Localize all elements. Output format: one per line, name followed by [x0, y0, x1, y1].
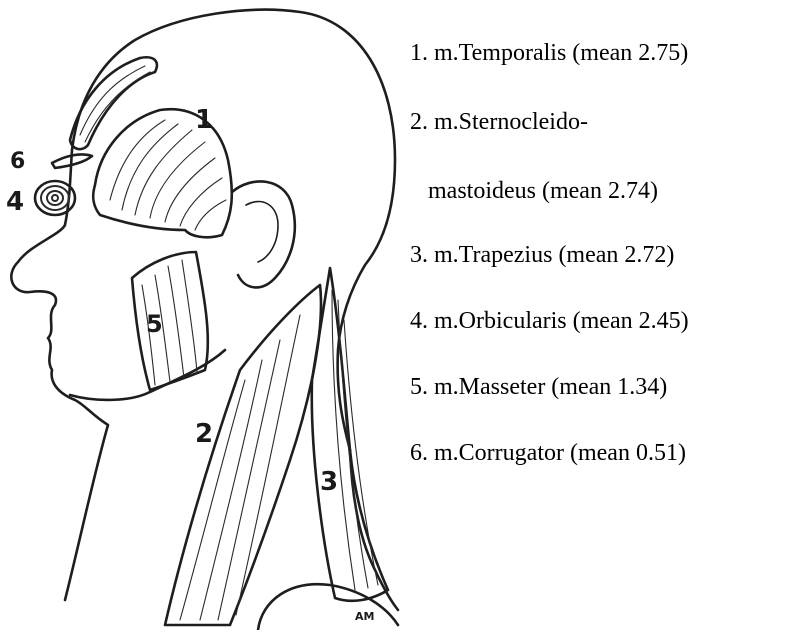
legend-number: 6. [410, 440, 428, 466]
legend-item-2-continuation: mastoideus (mean 2.74) [428, 178, 658, 205]
legend-number: 5. [410, 374, 428, 400]
legend-number: 2. [410, 109, 428, 135]
label-sternocleido: 2 [195, 419, 213, 449]
label-orbicularis: 4 [6, 187, 24, 217]
legend-item-2: 2. m.Sternocleido- [410, 109, 588, 136]
legend-item-6: 6. m.Corrugator (mean 0.51) [410, 440, 686, 467]
jaw-outline [70, 350, 225, 400]
sternocleido-outline [165, 285, 321, 625]
legend-number: 4. [410, 308, 428, 334]
artist-signature: AM [355, 610, 374, 623]
legend-item-1: 1. m.Temporalis (mean 2.75) [410, 40, 688, 67]
legend-text: m.Sternocleido- [434, 109, 588, 135]
legend-text: m.Orbicularis (mean 2.45) [434, 308, 689, 334]
legend-item-5: 5. m.Masseter (mean 1.34) [410, 374, 667, 401]
label-corrugator: 6 [10, 149, 25, 174]
temporalis-fibers [110, 120, 226, 230]
sternocleido-fibers [180, 315, 300, 620]
orbicularis-rings [35, 181, 75, 215]
legend-item-3: 3. m.Trapezius (mean 2.72) [410, 242, 674, 269]
legend-item-4: 4. m.Orbicularis (mean 2.45) [410, 308, 689, 335]
neck-back-outline [350, 450, 398, 610]
legend-number: 1. [410, 40, 428, 66]
label-masseter: 5 [146, 310, 163, 338]
legend-text: m.Corrugator (mean 0.51) [434, 440, 686, 466]
shoulder-outline [258, 584, 398, 630]
legend-text: mastoideus (mean 2.74) [428, 178, 658, 204]
legend-text: m.Trapezius (mean 2.72) [434, 242, 674, 268]
legend-text: m.Temporalis (mean 2.75) [434, 40, 688, 66]
head-muscle-illustration: 1 2 3 4 5 6 AM [0, 0, 400, 630]
frontal-band-fibers [80, 66, 150, 142]
ear-outline [232, 181, 295, 287]
ear-inner [246, 202, 278, 262]
label-temporalis: 1 [195, 105, 213, 135]
legend-text: m.Masseter (mean 1.34) [434, 374, 667, 400]
head-sketch-svg: 1 2 3 4 5 6 AM [0, 0, 400, 630]
label-trapezius: 3 [320, 467, 338, 497]
legend-number: 3. [410, 242, 428, 268]
head-outline [11, 10, 395, 600]
muscle-legend: 1. m.Temporalis (mean 2.75) 2. m.Sternoc… [410, 0, 787, 630]
